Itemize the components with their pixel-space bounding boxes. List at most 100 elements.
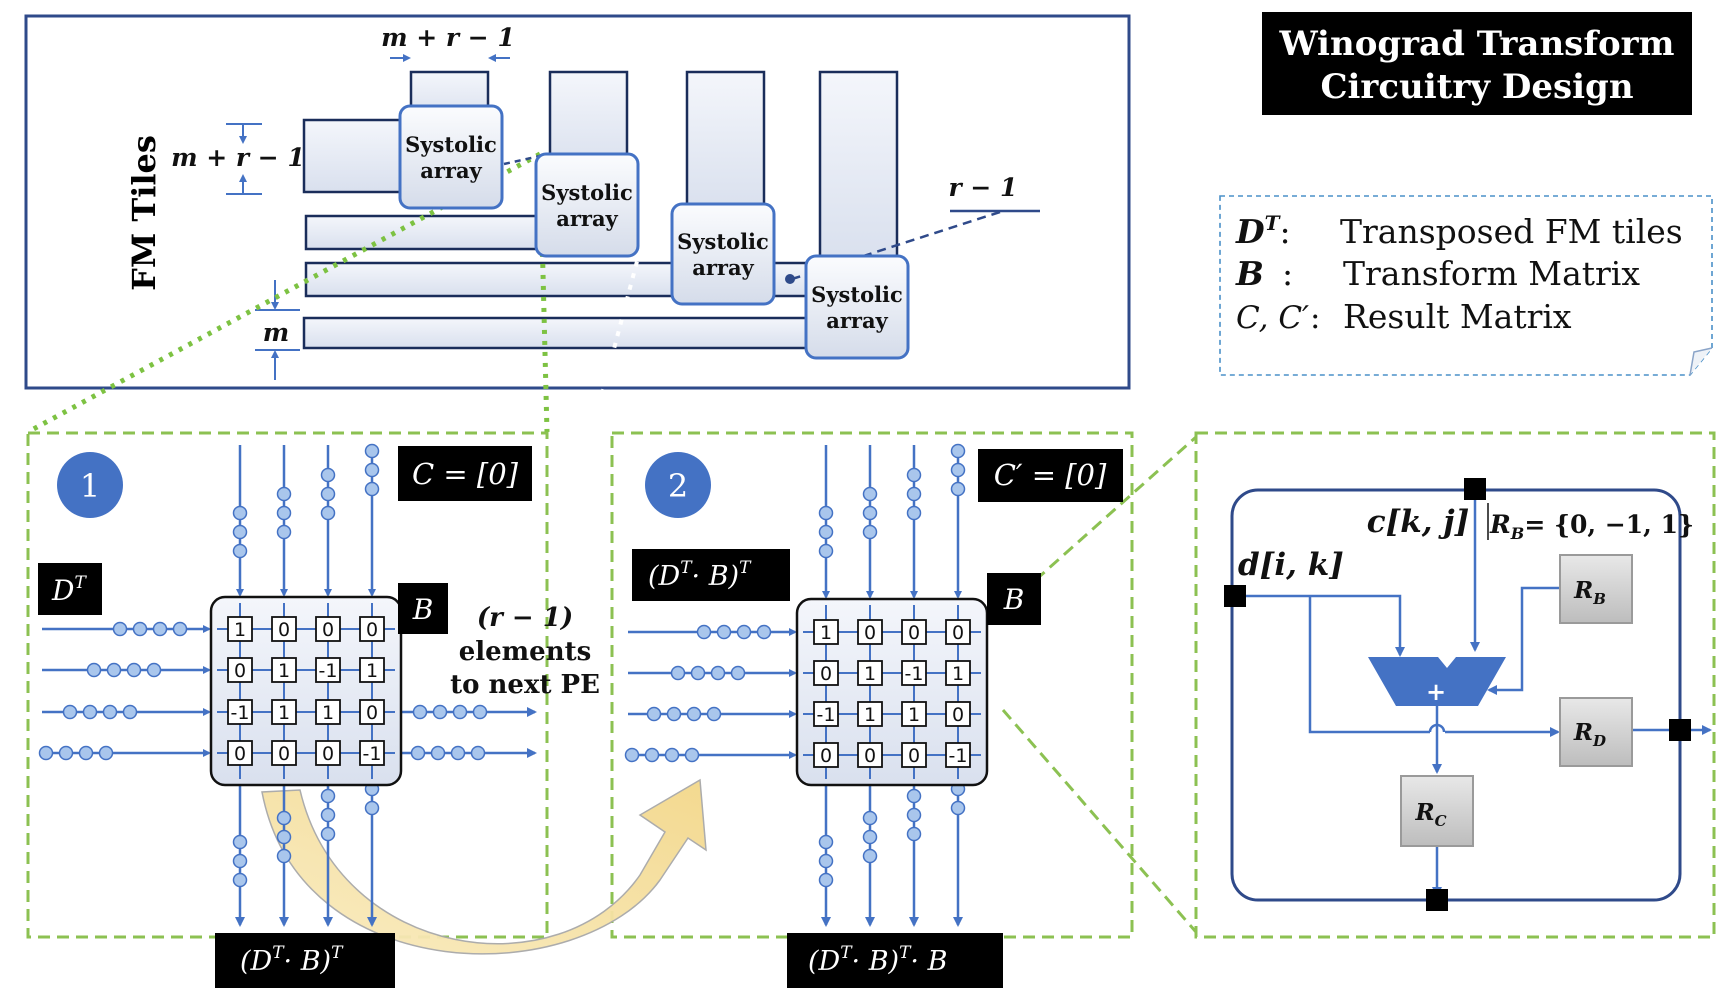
svg-text:Systolic: Systolic bbox=[677, 229, 769, 254]
data-bead bbox=[320, 826, 336, 842]
svg-text:1: 1 bbox=[80, 467, 100, 505]
svg-text:C = [0]: C = [0] bbox=[412, 457, 519, 491]
matrix-cell: -1 bbox=[813, 701, 839, 727]
data-bead bbox=[172, 621, 188, 637]
data-bead bbox=[62, 704, 78, 720]
panel1-input-label: DT bbox=[38, 563, 102, 615]
data-bead bbox=[122, 704, 138, 720]
data-bead bbox=[906, 467, 922, 483]
data-bead bbox=[146, 662, 162, 678]
data-bead bbox=[320, 505, 336, 521]
panel2-c-label: C′ = [0] bbox=[978, 449, 1123, 502]
svg-text:1: 1 bbox=[322, 702, 334, 724]
svg-text:(DT· B)T: (DT· B)T bbox=[648, 558, 752, 592]
svg-text:0: 0 bbox=[234, 660, 246, 682]
svg-text:Transform Matrix: Transform Matrix bbox=[1343, 254, 1640, 293]
svg-text:B: B bbox=[1235, 254, 1264, 293]
pe-c-label: c[k, j] bbox=[1367, 504, 1470, 540]
legend-row-b: B : Transform Matrix bbox=[1235, 254, 1640, 293]
data-bead bbox=[126, 662, 142, 678]
svg-text:RB: RB bbox=[1573, 577, 1606, 608]
data-bead bbox=[624, 747, 640, 763]
matrix-cell: 1 bbox=[813, 619, 839, 645]
systolic-array-2: Systolic array bbox=[534, 152, 640, 258]
data-bead bbox=[232, 524, 248, 540]
svg-text:-1: -1 bbox=[319, 660, 338, 682]
matrix-cell: 0 bbox=[227, 657, 253, 683]
matrix-cell: 1 bbox=[227, 616, 253, 642]
data-bead bbox=[818, 853, 834, 869]
svg-text:array: array bbox=[826, 308, 888, 333]
svg-text:-1: -1 bbox=[905, 663, 924, 685]
data-bead bbox=[906, 807, 922, 823]
data-bead bbox=[686, 706, 702, 722]
matrix-cell: 0 bbox=[359, 699, 385, 725]
svg-text:0: 0 bbox=[908, 745, 920, 767]
svg-text:(r − 1): (r − 1) bbox=[477, 603, 573, 633]
matrix-cell: 1 bbox=[901, 701, 927, 727]
svg-text::: : bbox=[1282, 254, 1293, 293]
svg-text:0: 0 bbox=[952, 704, 964, 726]
matrix-cell: 1 bbox=[857, 701, 883, 727]
data-bead bbox=[666, 706, 682, 722]
data-bead bbox=[58, 745, 74, 761]
data-bead bbox=[664, 747, 680, 763]
pe-array-box bbox=[209, 595, 403, 787]
data-bead bbox=[906, 505, 922, 521]
panel2-b-label: B bbox=[987, 573, 1041, 625]
data-bead bbox=[232, 853, 248, 869]
data-bead bbox=[232, 505, 248, 521]
matrix-cell: 0 bbox=[813, 660, 839, 686]
data-bead bbox=[112, 621, 128, 637]
data-bead bbox=[736, 624, 752, 640]
svg-text:RD: RD bbox=[1573, 719, 1606, 750]
data-bead bbox=[78, 745, 94, 761]
svg-text:0: 0 bbox=[322, 619, 334, 641]
data-bead bbox=[730, 665, 746, 681]
svg-text:-1: -1 bbox=[817, 704, 836, 726]
register-rc: RC bbox=[1400, 775, 1474, 847]
svg-text:1: 1 bbox=[278, 660, 290, 682]
data-bead bbox=[410, 745, 426, 761]
svg-text:C, C′: C, C′ bbox=[1236, 300, 1309, 336]
data-bead bbox=[950, 481, 966, 497]
matrix-cell: 0 bbox=[315, 616, 341, 642]
matrix-cell: 1 bbox=[857, 660, 883, 686]
data-bead bbox=[706, 706, 722, 722]
data-bead bbox=[670, 665, 686, 681]
data-bead bbox=[364, 800, 380, 816]
pe-detail: + RB RD RC c[k, j] RB= {0, −1, 1} d[i, k… bbox=[1224, 478, 1712, 911]
matrix-cell: 0 bbox=[315, 740, 341, 766]
data-bead bbox=[132, 621, 148, 637]
matrix-cell: 0 bbox=[945, 701, 971, 727]
matrix-cell: 0 bbox=[901, 742, 927, 768]
data-bead bbox=[430, 745, 446, 761]
matrix-cell: 1 bbox=[271, 699, 297, 725]
data-bead bbox=[276, 524, 292, 540]
pe-array-box bbox=[795, 597, 989, 787]
data-bead bbox=[86, 662, 102, 678]
matrix-cell: 0 bbox=[271, 616, 297, 642]
svg-text:1: 1 bbox=[366, 660, 378, 682]
matrix-cell: 0 bbox=[227, 740, 253, 766]
systolic-array-3: Systolic array bbox=[670, 202, 776, 306]
register-rd: RD bbox=[1559, 697, 1633, 767]
data-bead bbox=[862, 486, 878, 502]
matrix-cell: 1 bbox=[315, 699, 341, 725]
svg-text:to next PE: to next PE bbox=[450, 670, 600, 700]
svg-text:RC: RC bbox=[1414, 799, 1446, 830]
svg-text:-1: -1 bbox=[231, 702, 250, 724]
svg-text:B: B bbox=[412, 593, 434, 626]
matrix-cell: -1 bbox=[359, 740, 385, 766]
svg-text:0: 0 bbox=[366, 619, 378, 641]
svg-text:1: 1 bbox=[908, 704, 920, 726]
matrix-cell: -1 bbox=[315, 657, 341, 683]
svg-text:array: array bbox=[692, 255, 754, 280]
legend-row-c: C, C′ : Result Matrix bbox=[1236, 297, 1572, 336]
data-bead bbox=[862, 810, 878, 826]
svg-text:-1: -1 bbox=[949, 745, 968, 767]
data-bead bbox=[102, 704, 118, 720]
data-bead bbox=[152, 621, 168, 637]
systolic-array-4: Systolic array bbox=[804, 254, 910, 360]
